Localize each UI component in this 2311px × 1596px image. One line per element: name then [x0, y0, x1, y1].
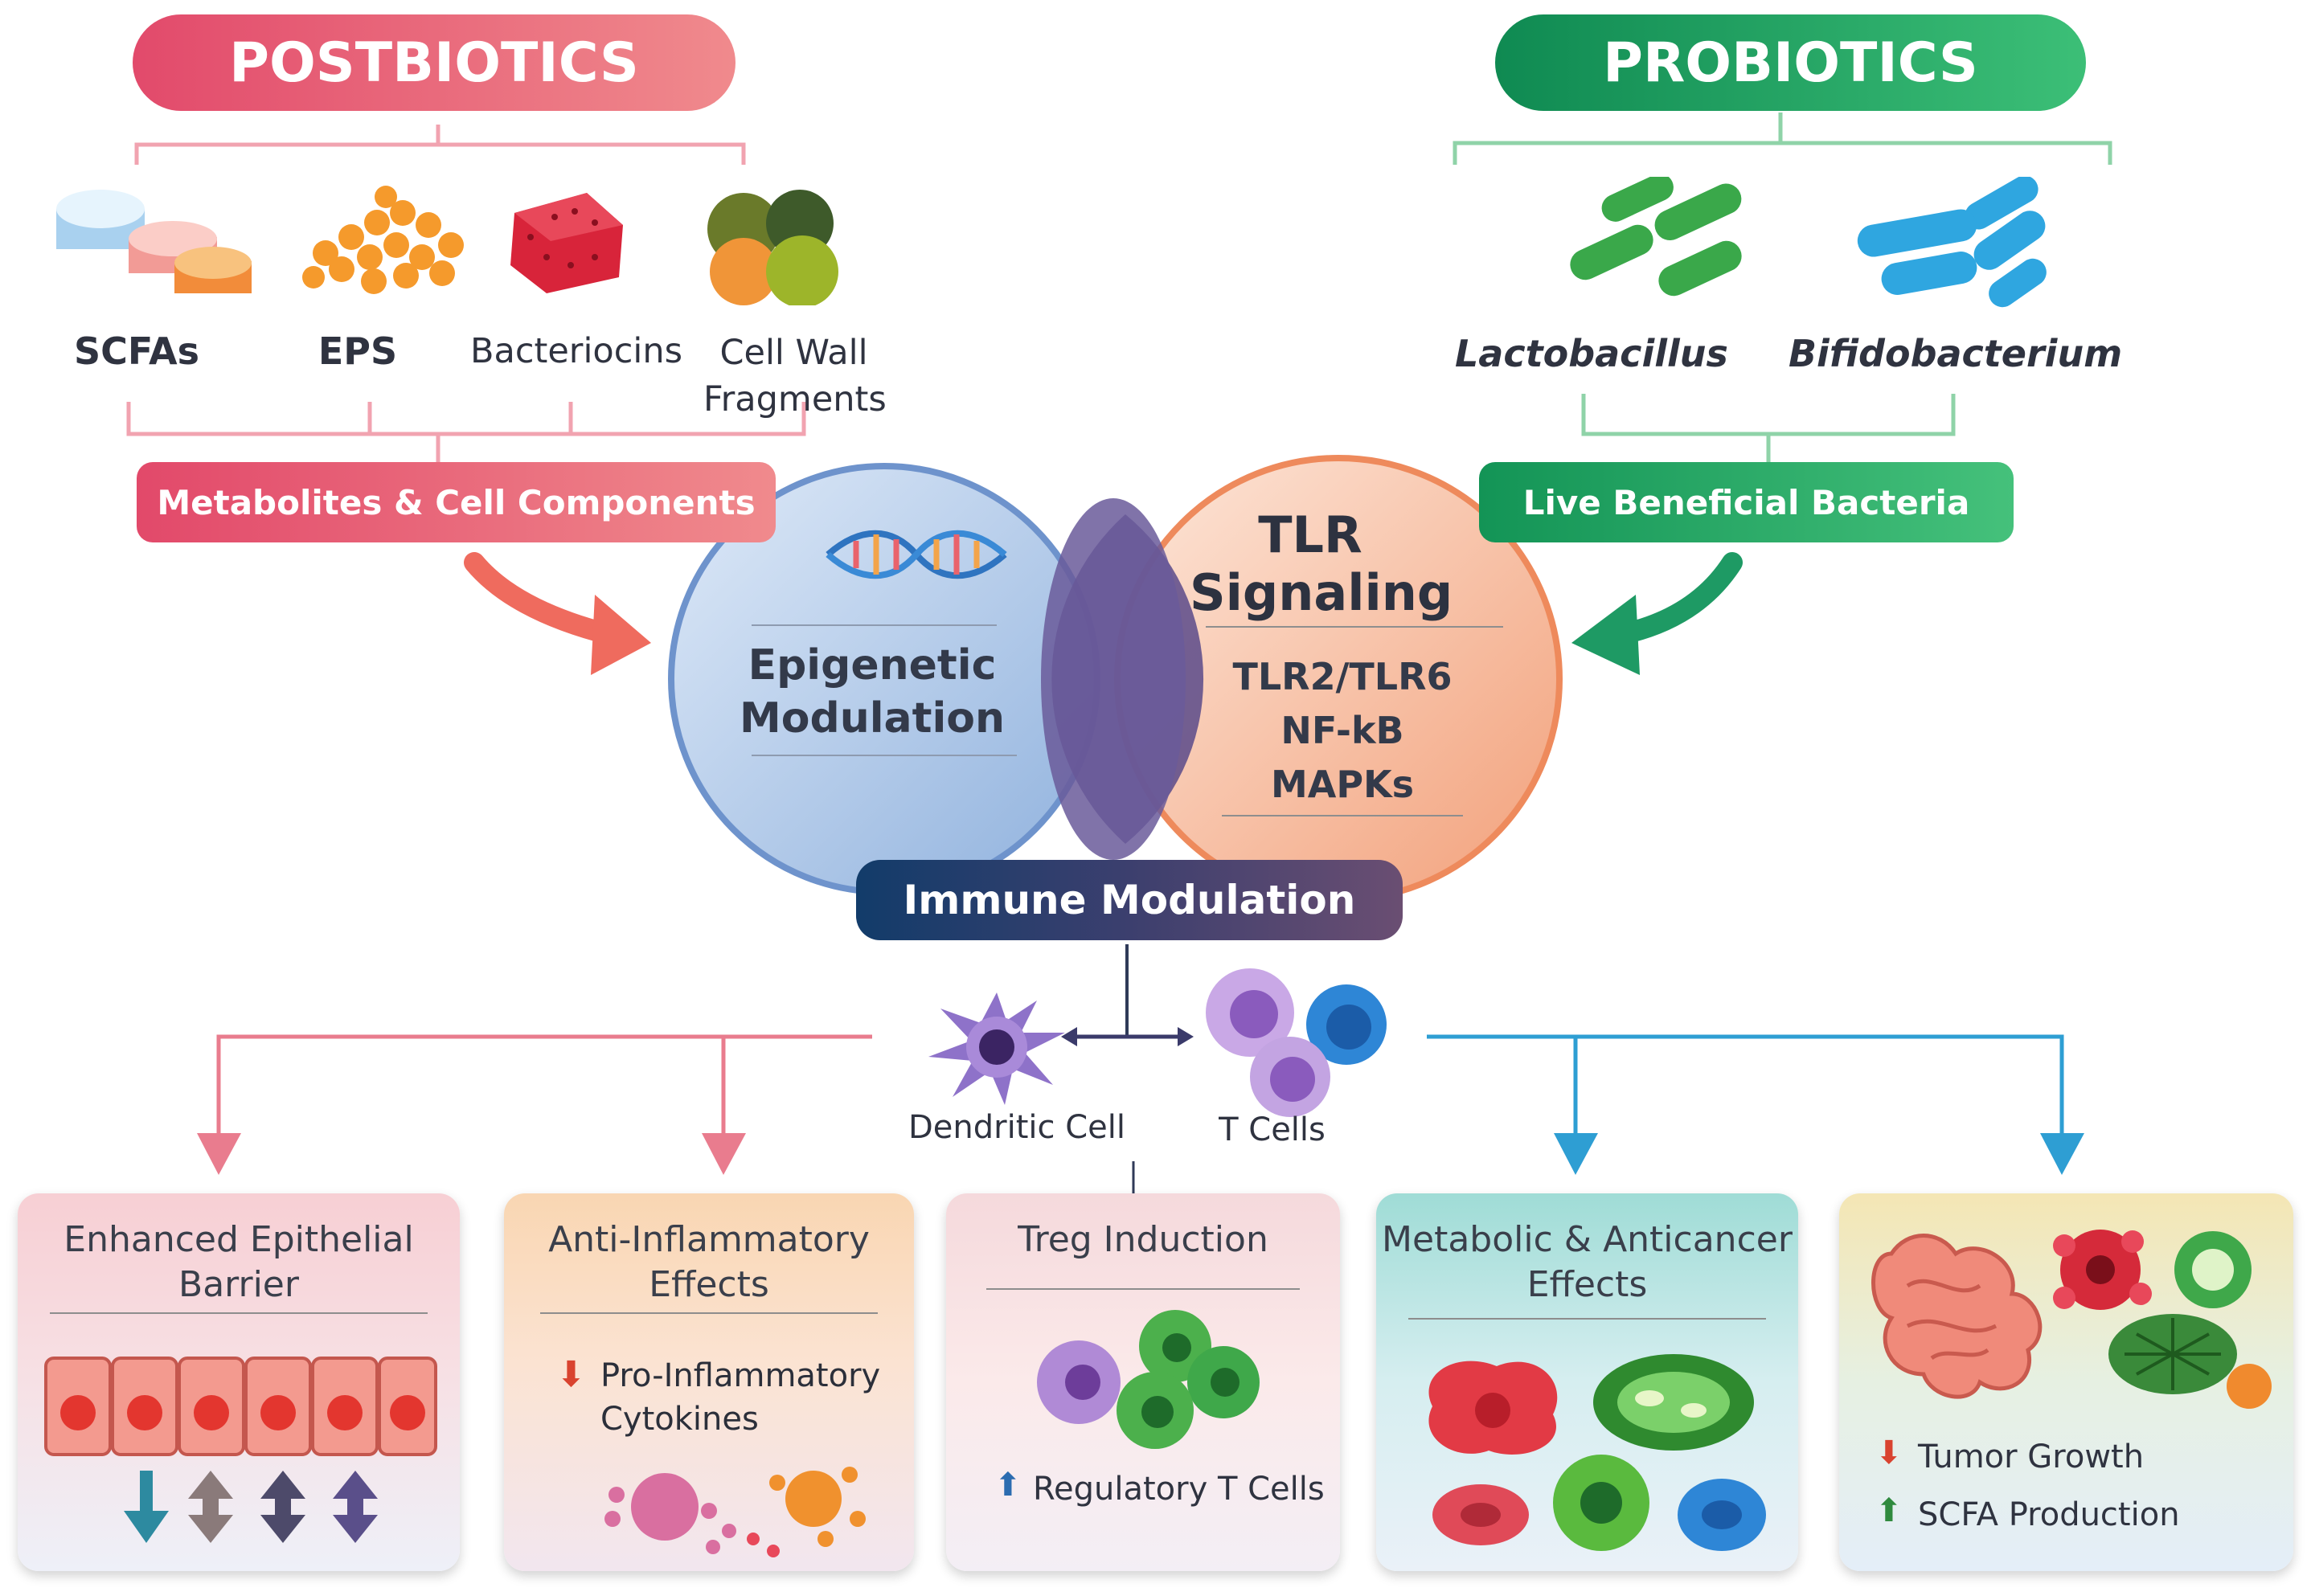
panel-treg-title: Treg Induction [1018, 1219, 1268, 1260]
bifidobacterium-icon [1857, 177, 2047, 308]
postbiotic-arrow [464, 552, 621, 645]
postbiotics-summary: Metabolites & Cell Components [157, 482, 756, 522]
probiotics-title-pill: PROBIOTICS [1495, 14, 2086, 111]
down-arrow-icon: ⬇ [556, 1354, 586, 1395]
postbiotics-title: POSTBIOTICS [229, 31, 639, 95]
panel-metabolic-anticancer: Metabolic & Anticancer Effects [1376, 1193, 1798, 1571]
pro-inflammatory-label: Pro-Inflammatory Cytokines [600, 1357, 881, 1438]
epithelial-cells-icon [44, 1357, 437, 1543]
probiotics-summary-pill: Live Beneficial Bacteria [1479, 462, 2014, 542]
panel-metabolic-title: Metabolic & Anticancer Effects [1382, 1219, 1793, 1305]
dna-icon [826, 530, 1007, 579]
immune-modulation-label: Immune Modulation [903, 877, 1356, 923]
venn-overlap-shape [1041, 498, 1186, 860]
panel-epithelial-title: Enhanced Epithelial Barrier [64, 1219, 414, 1305]
intestine-icon [1871, 1230, 2272, 1409]
postbiotic-item-bacteriocins: Bacteriocins [470, 331, 682, 371]
tlr-title: TLR Signaling [1190, 505, 1453, 622]
up-arrow-icon: ⬆ [994, 1467, 1022, 1504]
probiotic-item-lactobacillus: Lactobacillus [1455, 332, 1728, 375]
probiotics-title: PROBIOTICS [1603, 31, 1978, 95]
postbiotic-item-eps: EPS [318, 329, 398, 373]
epigenetic-label: Epigenetic Modulation [740, 641, 1006, 743]
cytokine-icon [604, 1467, 866, 1557]
panel-tumor-scfa: ⬇ Tumor Growth ⬆ SCFA Production [1839, 1193, 2293, 1571]
dendritic-cell-icon [928, 992, 1065, 1105]
immune-modulation-banner: Immune Modulation [856, 860, 1403, 940]
tumor-growth-label: Tumor Growth [1918, 1438, 2145, 1475]
cell-wall-icon [707, 190, 838, 305]
tlr-item-3: MAPKs [1270, 763, 1415, 806]
dendritic-cell-label: Dendritic Cell [908, 1109, 1125, 1146]
up-arrow-icon-scfa: ⬆ [1875, 1492, 1903, 1529]
panel-treg-induction: Treg Induction ⬆ Regulatory T Cells [946, 1193, 1340, 1571]
panel-epithelial-barrier: Enhanced Epithelial Barrier [18, 1193, 460, 1571]
scfa-icon [56, 190, 252, 293]
regulatory-t-cells-label: Regulatory T Cells [1033, 1471, 1325, 1508]
t-cells-label: T Cells [1219, 1111, 1326, 1148]
probiotic-item-bifidobacterium: Bifidobacterium [1789, 332, 2123, 375]
bacteriocin-icon [510, 193, 623, 293]
cancer-cells-icon [1428, 1354, 1766, 1551]
probiotics-bottom-bracket [1581, 394, 1956, 462]
postbiotic-item-cell-wall: Cell Wall Fragments [703, 333, 887, 419]
panel-anti-inflammatory: Anti-Inflammatory Effects ⬇ Pro-Inflamma… [504, 1193, 914, 1571]
t-cell-icon [1206, 968, 1387, 1117]
postbiotics-title-pill: POSTBIOTICS [133, 14, 736, 111]
probiotics-top-bracket [1453, 113, 2112, 165]
postbiotics-top-bracket [134, 125, 746, 165]
regulatory-t-cell-icon [1037, 1310, 1260, 1449]
tlr-item-1: TLR2/TLR6 [1232, 655, 1453, 698]
postbiotics-summary-pill: Metabolites & Cell Components [137, 462, 776, 542]
scfa-production-label: SCFA Production [1918, 1496, 2180, 1533]
probiotic-arrowhead [1571, 595, 1640, 675]
panel-anti-inflammatory-title: Anti-Inflammatory Effects [548, 1219, 870, 1305]
tlr-item-2: NF-kB [1280, 709, 1404, 752]
lactobacillus-icon [1570, 177, 1742, 297]
postbiotic-item-scfas: SCFAs [73, 329, 199, 373]
eps-icon [302, 186, 464, 294]
postbiotics-bottom-bracket [126, 402, 806, 462]
probiotics-summary: Live Beneficial Bacteria [1522, 482, 1970, 522]
postbiotic-arrowhead [591, 595, 651, 675]
down-arrow-icon-tumor: ⬇ [1875, 1434, 1903, 1471]
